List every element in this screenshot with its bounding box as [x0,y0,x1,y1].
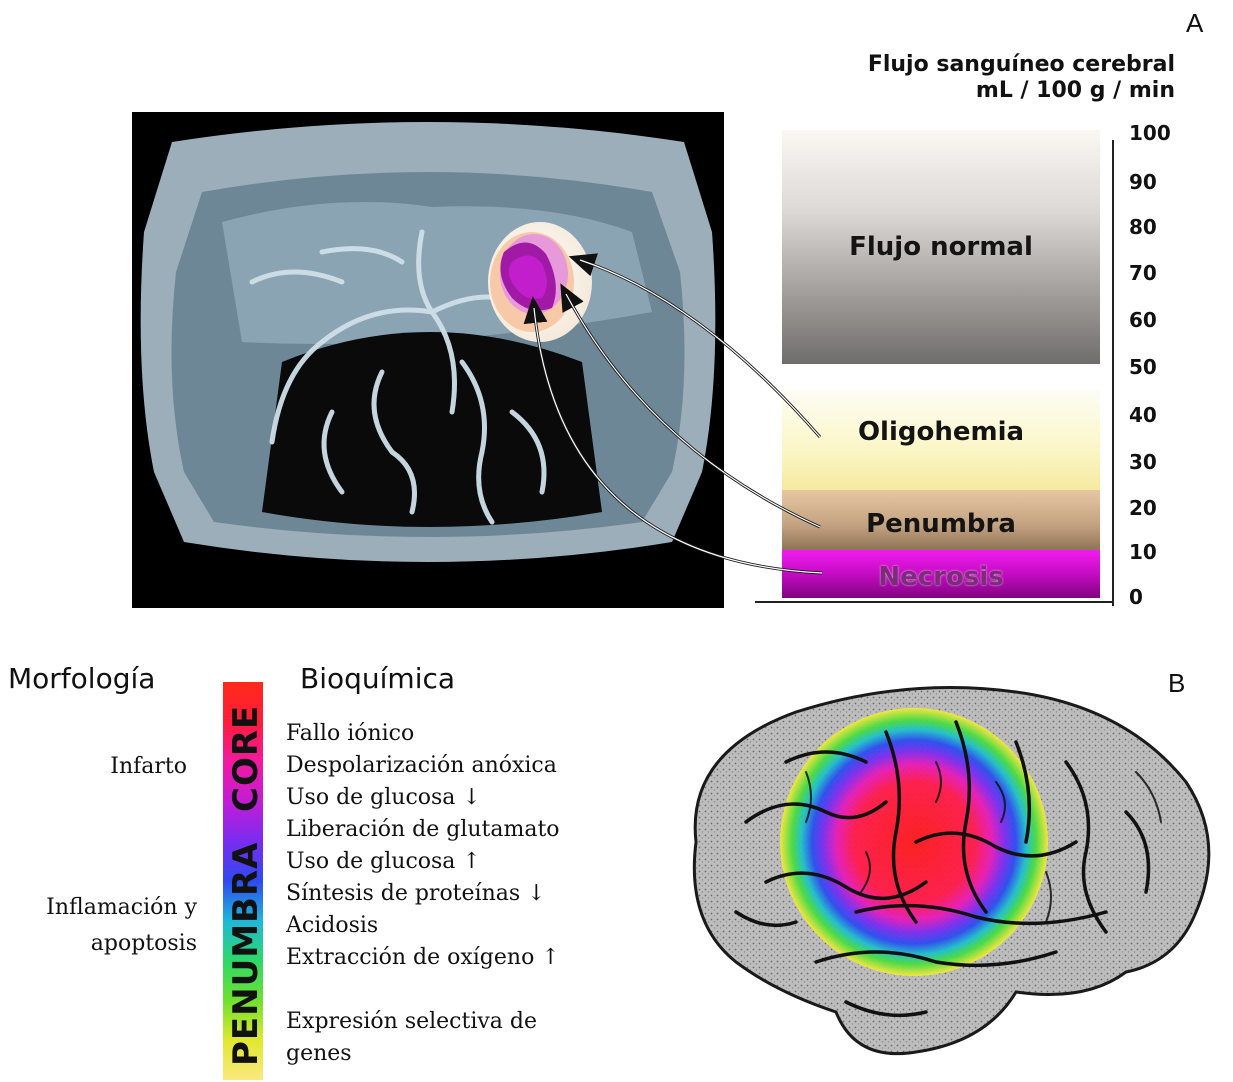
biochemistry-item: Fallo iónico [286,718,606,750]
biochemistry-item: Acidosis [286,910,606,942]
biochemistry-item: Extracción de oxígeno ↑ [286,942,606,974]
morphology-heading: Morfología [8,662,155,695]
biochemistry-item: Uso de glucosa ↓ [286,782,606,814]
biochemistry-list: Fallo iónico Despolarización anóxica Uso… [286,718,606,1070]
brain-illustration [656,672,1230,1077]
morphology-item: apoptosis [2,927,197,961]
biochemistry-item: Uso de glucosa ↑ [286,846,606,878]
biochemistry-item: Síntesis de proteínas ↓ [286,878,606,910]
morphology-item: Infarto [0,750,187,784]
bar-label-core: CORE [226,705,266,812]
biochemistry-item: Expresión selectiva de genes [286,1006,556,1070]
biochemistry-heading: Bioquímica [300,662,455,695]
connector-arrows [0,0,1233,620]
bar-label-penumbra: PENUMBRA [226,842,266,1066]
morphology-item: Inflamación y [2,891,197,925]
biochemistry-item: Despolarización anóxica [286,750,606,782]
biochemistry-item: Liberación de glutamato [286,814,606,846]
